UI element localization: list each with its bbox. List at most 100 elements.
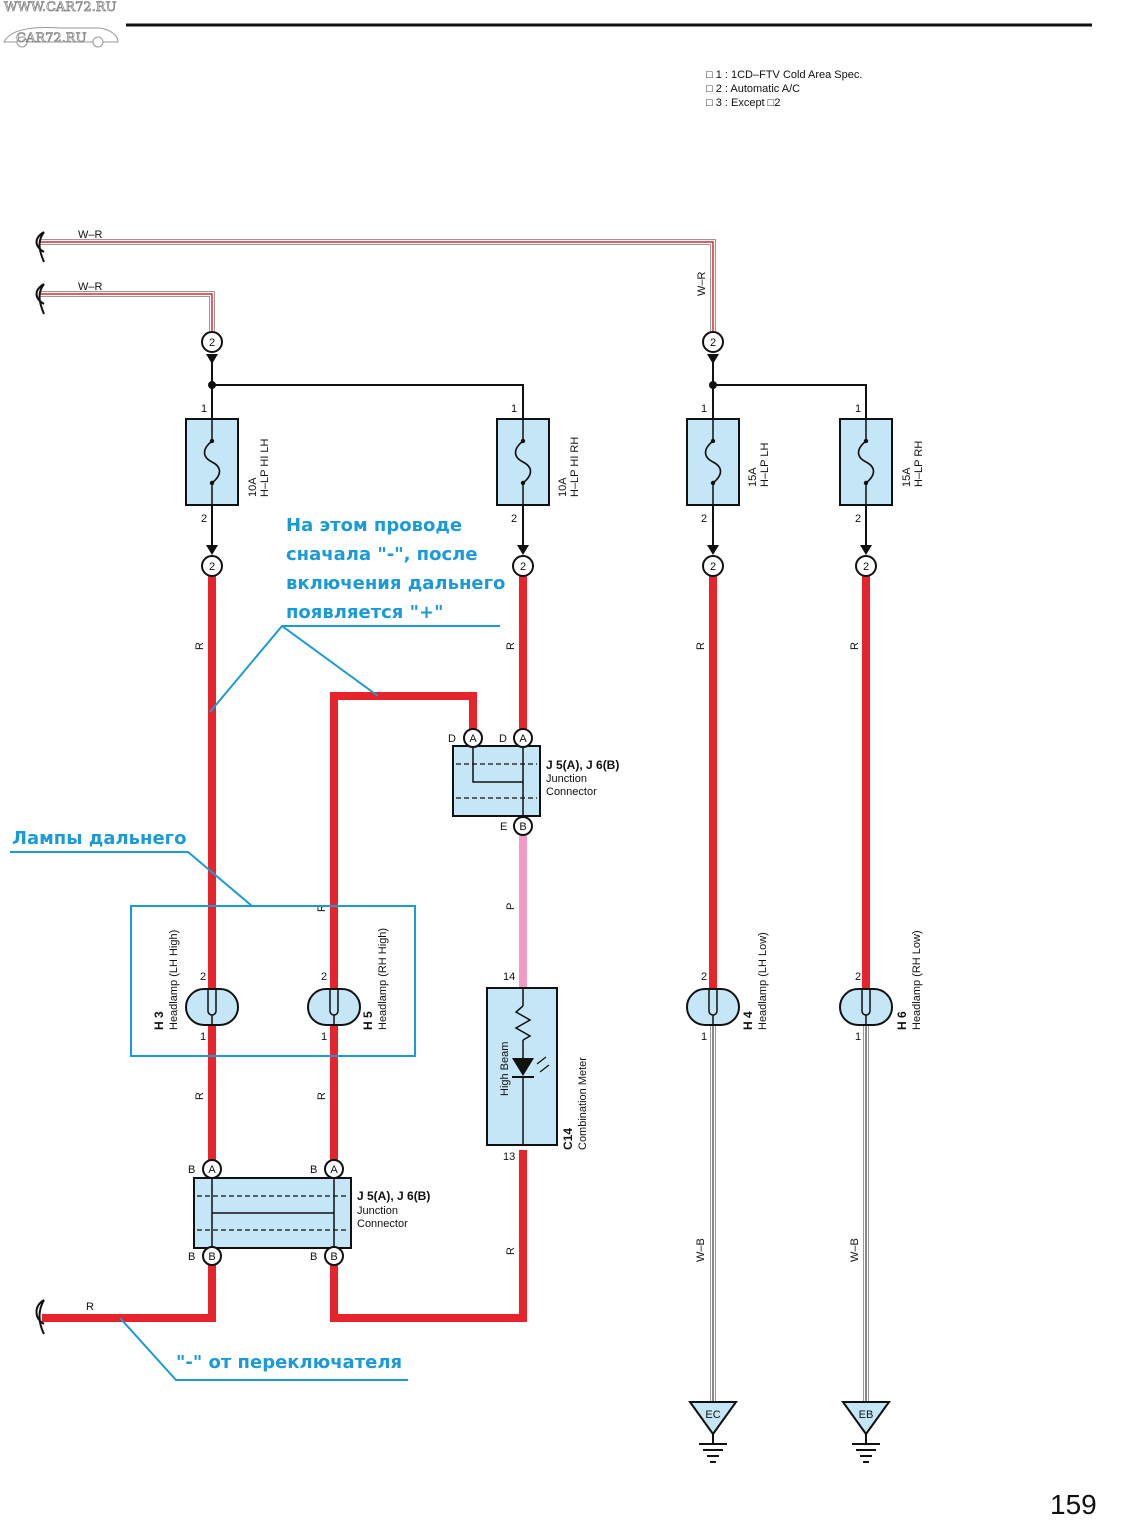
junction-line2: Connector [357,1218,408,1230]
headlamp-code: H 5 [361,1011,375,1030]
pin-label: B [310,1164,317,1176]
fuse-name: H–LP RH [913,441,925,487]
wire-label-wr-2: W–R [78,281,103,293]
wire-label-r: R [86,1301,94,1313]
headlamp-code: H 6 [895,1011,909,1030]
pin-label: D [448,733,456,745]
switch-note-pointer [119,1317,408,1381]
junction-line2: Connector [546,786,597,798]
switch-note: "-" от переключателя [176,1352,402,1373]
headlamp-code: H 3 [152,1011,166,1030]
watermark-logo-text: CAR72.RU [16,31,87,46]
pin-label: D [499,733,507,745]
lamps-box [130,905,416,1057]
pin-label: 2 [200,971,206,983]
pin-label: 2 [855,513,861,525]
pin-label: A [469,733,477,745]
wire-label-r: R [505,642,517,650]
annotations: На этом проводе сначала "-", после включ… [10,515,505,1381]
pin-label: 1 [201,403,207,415]
headlamp-name: Headlamp (LH High) [168,930,180,1030]
wire-note-line-3: включения дальнего [286,573,505,594]
headlamp-h6: 2 1 H 6 Headlamp (RH Low) [839,930,923,1043]
meter-code: C14 [561,1128,575,1150]
pin-label: 2 [201,513,207,525]
junction-connector-lower: A A B B B B B B J 5(A), J 6(B) Junction … [188,1159,430,1266]
pin-label: 1 [701,1031,707,1043]
page-number: 159 [1050,1489,1097,1520]
pin-label: 1 [321,1031,327,1043]
wire-note-line-2: сначала "-", после [286,544,478,565]
pin-label: B [208,1251,215,1263]
wire-note-line-4: появляется "+" [286,602,443,623]
note-1: □ 1 : 1CD–FTV Cold Area Spec. [706,69,862,81]
pin-label: 2 [511,513,517,525]
fuse-name: H–LP HI LH [259,438,271,497]
fuse-hlp-lh: 1 2 15A H–LP LH [686,403,771,525]
junction-line1: Junction [357,1205,398,1217]
fuse-outlets [206,505,872,555]
pin-label: A [519,733,527,745]
wire-label-wb: W–B [849,1238,861,1262]
pin-label: 2 [710,561,716,573]
headlamp-code: H 4 [741,1011,755,1030]
wire-label-r: R [849,642,861,650]
wire-label-p: P [505,903,517,910]
ground-eb: EB [841,1401,891,1463]
wire-label-r: R [194,1092,206,1100]
wire-label-wr-1: W–R [78,229,103,241]
pin-label: 2 [209,337,215,349]
headlamp-h5: 2 1 H 5 Headlamp (RH High) [307,928,389,1043]
resistor-icon [514,1005,532,1041]
wire-label-r: R [505,1247,517,1255]
junction-code: J 5(A), J 6(B) [357,1189,430,1203]
wire-label-r: R [695,642,707,650]
watermark-url: WWW.CAR72.RU [4,0,117,15]
fuse-name: H–LP HI RH [569,437,581,497]
wire-label-r: R [316,1092,328,1100]
main-wires [35,576,870,1402]
fuse-hlp-rh: 1 2 15A H–LP RH [839,403,925,525]
ground-ec: EC [688,1401,738,1463]
top-connectors: 2 2 [201,331,724,364]
ground-label: EC [705,1409,720,1421]
headlamp-name: Headlamp (LH Low) [757,932,769,1030]
wire-label-r: R [194,642,206,650]
pin-label: 1 [855,1031,861,1043]
ground-label: EB [859,1409,874,1421]
pin-label: 1 [511,403,517,415]
wire-label-r: R [316,904,328,912]
fuse-rating: 15A [901,467,913,487]
pin-label: A [208,1164,216,1176]
fuse-name: H–LP LH [759,443,771,487]
fuse-hlp-hi-lh: 1 2 10A H–LP HI LH [185,403,271,525]
pin-label: 14 [503,971,515,983]
bus-lines [208,354,867,419]
pin-label: 13 [503,1151,515,1163]
pin-label: 1 [200,1031,206,1043]
pin-label: B [188,1251,195,1263]
junction-code: J 5(A), J 6(B) [546,758,619,772]
wire-note-pointer [209,625,500,713]
pin-label: 2 [520,561,526,573]
headlamp-name: Headlamp (RH Low) [911,930,923,1030]
notes: □ 1 : 1CD–FTV Cold Area Spec. □ 2 : Auto… [706,69,862,109]
pin-label: 2 [863,561,869,573]
feed-wires: W–R W–R W–R [35,229,716,332]
pin-label: B [519,821,526,833]
meter-indicator: High Beam [499,1042,511,1096]
pin-label: B [310,1251,317,1263]
wire-note-line-1: На этом проводе [286,515,462,536]
pin-label: A [330,1164,338,1176]
fuse-rating: 10A [557,477,569,497]
headlamp-name: Headlamp (RH High) [377,928,389,1030]
pin-label: B [188,1164,195,1176]
fuse-rating: 10A [247,477,259,497]
wire-label-wr-3: W–R [696,272,708,297]
headlamp-h3: 2 1 H 3 Headlamp (LH High) [152,930,239,1043]
note-3: □ 3 : Except □2 [706,97,780,109]
wire-color-labels: R R R R R P R R R R W–B W–B [86,642,861,1313]
watermark-logo: CAR72.RU [3,27,119,48]
fuse-out-connectors: 2 2 2 2 [201,555,877,577]
pin-label: B [330,1251,337,1263]
